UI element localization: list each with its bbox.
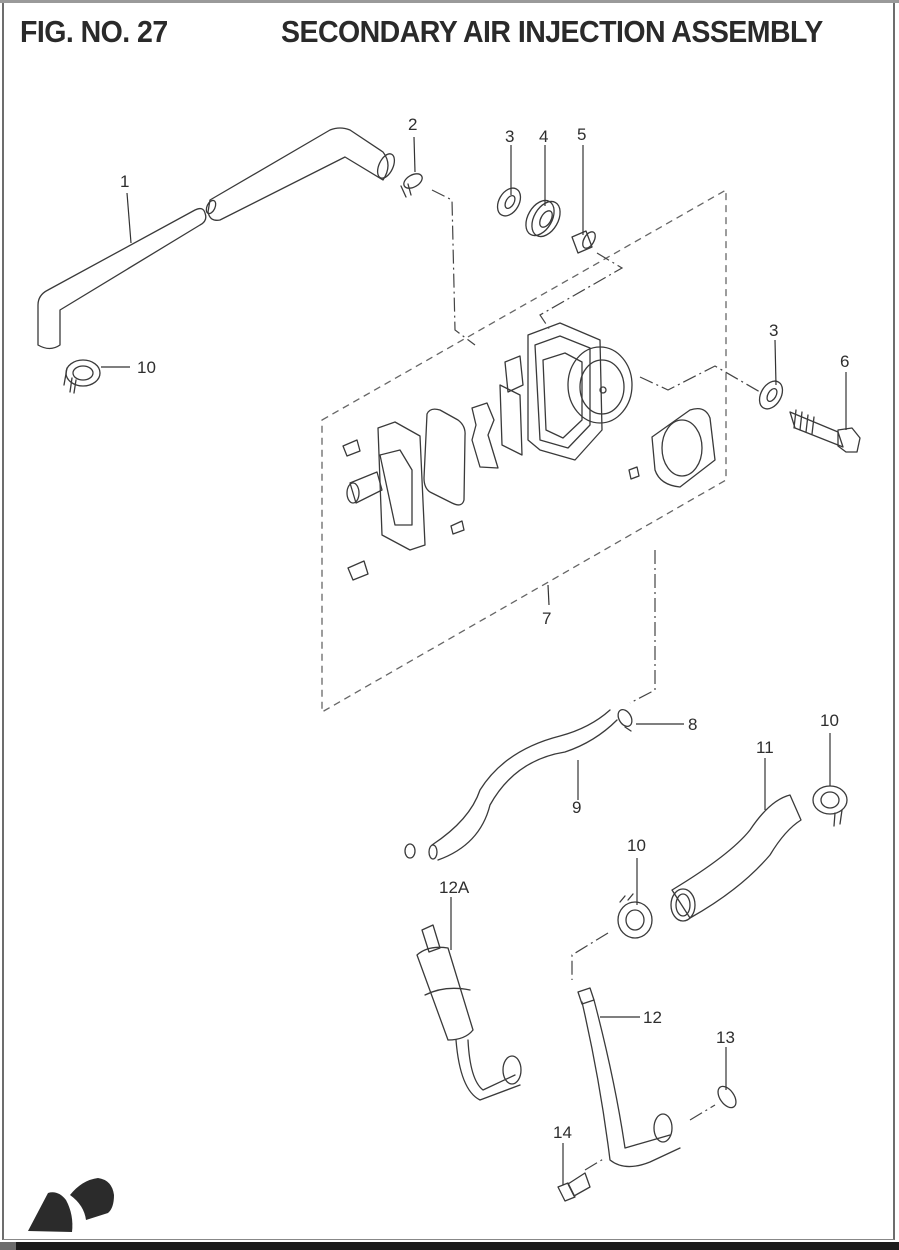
part-14-bolt[interactable]: [557, 1172, 591, 1202]
callout-1[interactable]: 1: [120, 172, 130, 191]
callout-3-top[interactable]: 3: [505, 127, 515, 146]
part-5-collar[interactable]: [571, 230, 598, 254]
part-1-air-hose[interactable]: [37, 127, 398, 350]
part-4-grommet[interactable]: [520, 196, 566, 242]
part-8-hose-clip[interactable]: [615, 707, 634, 732]
callout-9[interactable]: 9: [572, 798, 582, 817]
top-border: [0, 0, 899, 3]
part-2-hose-clip[interactable]: [400, 171, 425, 198]
callout-14[interactable]: 14: [553, 1123, 572, 1142]
brand-wing-logo-icon: [28, 1178, 114, 1232]
figure-frame: [2, 3, 895, 1240]
callout-10-middle[interactable]: 10: [627, 836, 646, 855]
callout-7[interactable]: 7: [542, 609, 552, 628]
part-3-washer-top[interactable]: [493, 184, 525, 220]
part-10-hose-clamp-right[interactable]: [812, 785, 848, 827]
bottom-bar-corner: [0, 1242, 16, 1250]
part-7-valve-assembly[interactable]: [342, 322, 716, 581]
callout-12[interactable]: 12: [643, 1008, 662, 1027]
callout-10-left[interactable]: 10: [137, 358, 156, 377]
callout-13[interactable]: 13: [716, 1028, 735, 1047]
part-12a-pipe-with-filter[interactable]: [416, 924, 522, 1101]
part-10-hose-clamp-left[interactable]: [63, 359, 101, 394]
callout-6[interactable]: 6: [840, 352, 850, 371]
part-12-pipe[interactable]: [577, 987, 681, 1168]
part-10-hose-clamp-middle[interactable]: [617, 893, 653, 939]
part-9-hose[interactable]: [404, 709, 618, 861]
assembly-boundary: [321, 188, 727, 714]
callout-10-right[interactable]: 10: [820, 711, 839, 730]
part-3-washer-right[interactable]: [755, 377, 787, 413]
bottom-bar: [0, 1242, 899, 1250]
callout-5[interactable]: 5: [577, 125, 587, 144]
callout-11[interactable]: 11: [756, 738, 774, 757]
figure-number: FIG. NO. 27: [20, 14, 168, 49]
part-11-mesh-hose[interactable]: [670, 794, 802, 922]
callout-8[interactable]: 8: [688, 715, 698, 734]
callout-2[interactable]: 2: [408, 115, 418, 134]
leader-lines: [101, 136, 847, 1185]
assembly-lines: [431, 189, 761, 1171]
callout-4[interactable]: 4: [539, 127, 549, 146]
part-6-bolt[interactable]: [789, 409, 861, 453]
figure-title: SECONDARY AIR INJECTION ASSEMBLY: [281, 14, 823, 49]
part-13-o-ring[interactable]: [714, 1083, 739, 1111]
callout-12a[interactable]: 12A: [439, 878, 470, 897]
callout-3-right[interactable]: 3: [769, 321, 779, 340]
